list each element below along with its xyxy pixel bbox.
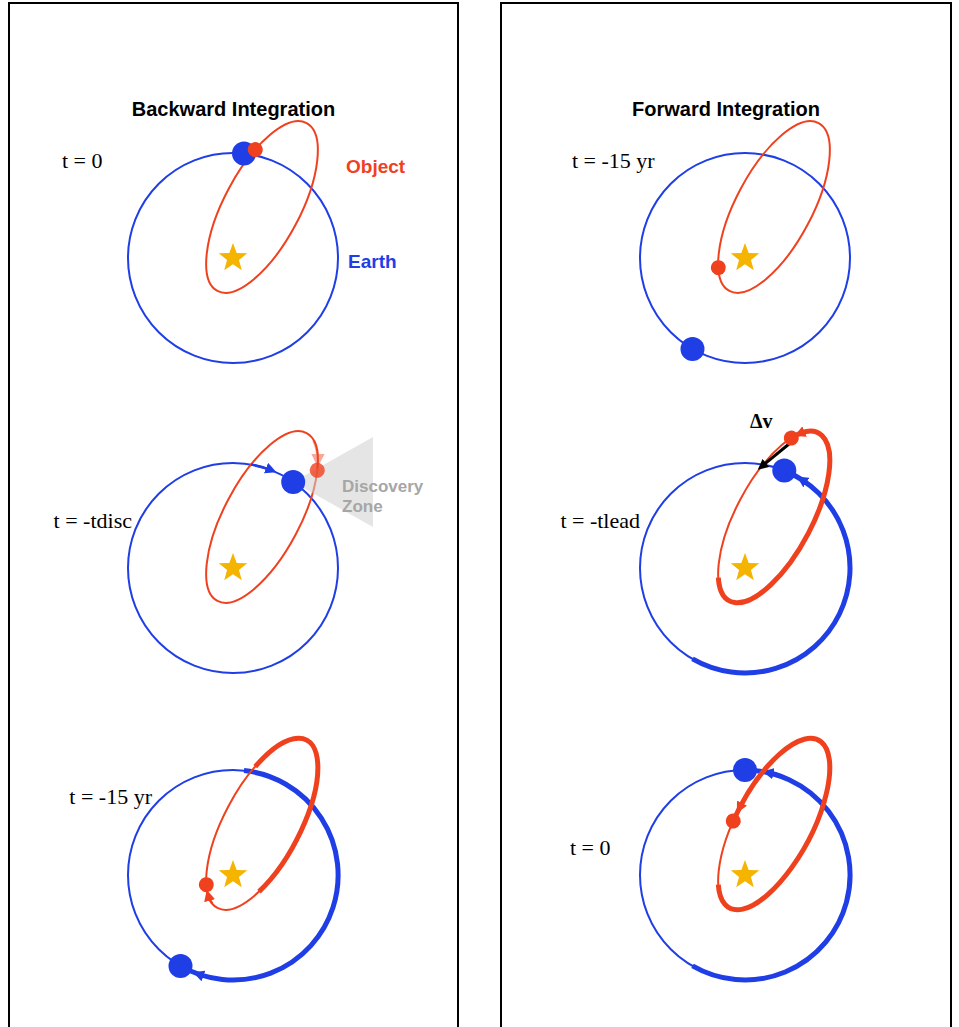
earth-label: Earth (348, 251, 397, 273)
object-label: Object (346, 156, 405, 178)
object-dot (723, 811, 743, 831)
motion-arrow (801, 479, 820, 494)
motion-arrow (767, 772, 790, 780)
earth-dot (169, 954, 193, 978)
object-dot (708, 258, 728, 278)
orbit-scene (128, 105, 340, 363)
earth-orbit (640, 463, 850, 673)
object-orbit (696, 722, 852, 925)
object-orbit (696, 415, 852, 618)
earth-dot (281, 470, 305, 494)
motion-arrow (205, 894, 215, 903)
object-orbit (696, 105, 852, 308)
earth-path (693, 471, 851, 673)
time-label: t = 0 (62, 148, 103, 173)
object-dot (245, 139, 265, 159)
object-path (696, 722, 852, 925)
object-orbit (184, 415, 340, 618)
panel-heading: Backward Integration (10, 97, 457, 121)
earth-orbit (128, 153, 338, 363)
orbit-scene (128, 722, 340, 980)
sun-star (219, 553, 248, 580)
sun-star (219, 860, 248, 887)
orbit-scene (128, 415, 373, 673)
zone-label: Discovery Zone (342, 477, 434, 516)
earth-orbit (128, 463, 338, 673)
object-orbit (184, 105, 340, 308)
earth-dot (772, 459, 796, 483)
earth-dot (681, 337, 705, 361)
time-label: t = 0 (570, 835, 611, 860)
motion-arrow (251, 465, 272, 471)
motion-arrow (798, 429, 806, 437)
object-dot (781, 428, 801, 448)
time-label: t = -tlead (560, 508, 640, 533)
object-orbit (184, 722, 340, 925)
delta-v-label: Δv (750, 410, 773, 433)
earth-dot (733, 758, 757, 782)
motion-arrow (739, 794, 747, 809)
object-dot (196, 875, 216, 895)
earth-orbit (128, 770, 338, 980)
orbit-scene (640, 719, 852, 980)
earth-orbit (640, 153, 850, 363)
object-path (710, 423, 852, 619)
sun-star (731, 860, 760, 887)
motion-arrow (306, 441, 326, 462)
sun-star (731, 553, 760, 580)
motion-arrow (197, 974, 215, 979)
panel-heading: Forward Integration (502, 97, 950, 121)
time-label: t = -tdisc (54, 508, 132, 533)
object-dot (307, 460, 327, 480)
sun-star (731, 243, 760, 270)
orbit-scene (640, 415, 852, 673)
orbit-scene (640, 105, 852, 363)
time-label: t = -15 yr (69, 784, 152, 809)
object-path (204, 725, 340, 896)
sun-star (219, 243, 248, 270)
time-label: t = -15 yr (572, 148, 655, 173)
